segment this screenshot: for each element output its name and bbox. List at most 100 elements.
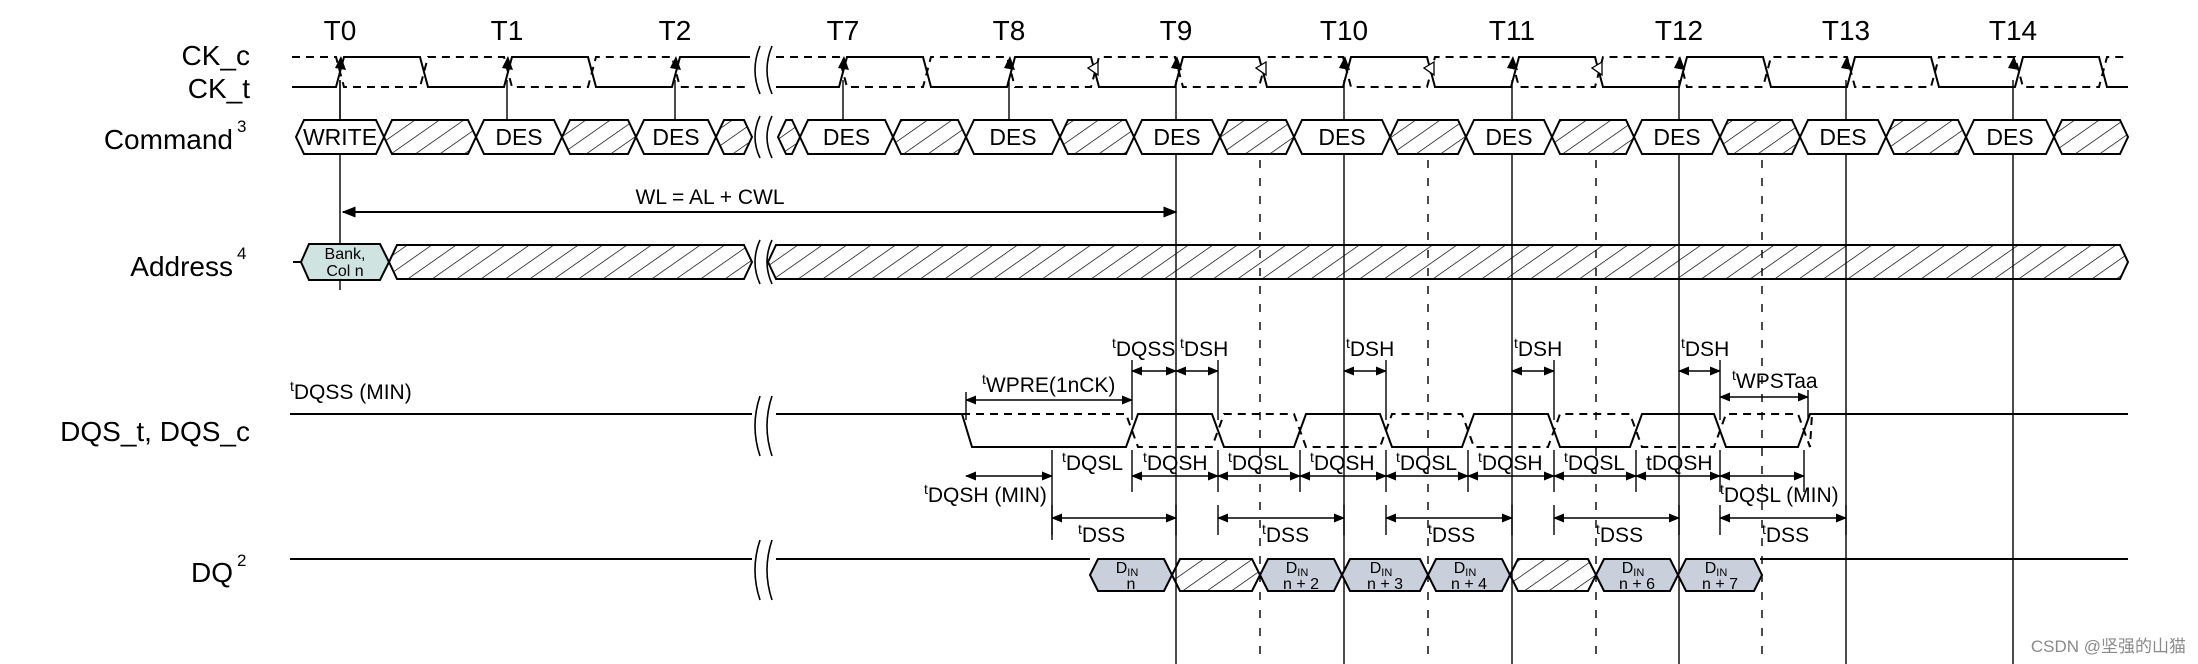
address-col-text: Col n xyxy=(326,263,363,280)
ck-c-edge-marker xyxy=(1254,60,1267,77)
dont-care xyxy=(382,119,478,155)
break-mark xyxy=(754,539,761,601)
clock-edge-arrow xyxy=(502,56,513,70)
ck-c-edge-marker xyxy=(1086,60,1099,77)
tdqsh-label: tDQSH xyxy=(1310,449,1375,475)
edge-label-t9: T9 xyxy=(1160,15,1193,46)
tdss-label: tDSS xyxy=(1428,521,1475,547)
dont-care xyxy=(1550,119,1636,155)
ck-c-edge-marker xyxy=(1422,60,1435,77)
dont-care xyxy=(1218,119,1296,155)
edge-label-t11: T11 xyxy=(1489,15,1535,46)
tdqsh-label: tDQSH xyxy=(1143,449,1208,475)
des-command-text: DES xyxy=(823,124,870,150)
din-label: DIN xyxy=(1454,560,1477,579)
ck-t-waveform xyxy=(292,56,2128,88)
dont-care xyxy=(1884,119,1968,155)
break-mark xyxy=(754,115,761,159)
write-command-text: WRITE xyxy=(303,124,377,150)
tdqss-min-label: tDQSS (MIN) xyxy=(290,378,412,404)
dont-care xyxy=(714,119,754,155)
break-mark xyxy=(766,45,773,95)
clock-edge-arrow xyxy=(1004,56,1015,70)
address-label: Address xyxy=(130,251,233,282)
tdss-label: tDSS xyxy=(1078,521,1125,547)
des-command-text: DES xyxy=(495,124,542,150)
dq-dont-care-cell xyxy=(1508,558,1598,592)
tdqsl-label: tDQSL xyxy=(1062,449,1123,475)
command-label: Command xyxy=(104,124,233,155)
din-beat-label: n + 7 xyxy=(1702,576,1738,593)
write-latency-marker: WL = AL + CWL xyxy=(341,186,1178,218)
edge-label-t14: T14 xyxy=(1989,15,2037,46)
des-command-text: DES xyxy=(1153,124,1200,150)
watermark: CSDN @坚强的山猫 xyxy=(2031,637,2186,656)
twpst-label: tWPSTaa xyxy=(1732,367,1818,393)
tdqsl-min-label: tDQSL (MIN) xyxy=(1720,481,1839,507)
ck-c-edge-marker xyxy=(1590,60,1603,77)
clock-edge-arrow xyxy=(335,56,346,70)
address-dont-care xyxy=(387,244,754,280)
tdqss-label: tDQSS xyxy=(1112,335,1175,361)
din-label: DIN xyxy=(1116,560,1139,579)
tdqsl-label: tDQSL xyxy=(1228,449,1289,475)
break-mark xyxy=(766,395,773,457)
din-label: DIN xyxy=(1622,560,1645,579)
tdsh-label: tDSH xyxy=(1346,335,1394,361)
dont-care xyxy=(776,119,802,155)
din-beat-label: n + 4 xyxy=(1451,576,1487,593)
tdqsl-label: tDQSL xyxy=(1396,449,1457,475)
tdsh-label: tDSH xyxy=(1681,335,1729,361)
clock-edge-arrow xyxy=(838,56,849,70)
tdsh-label: tDSH xyxy=(1180,335,1228,361)
din-label: DIN xyxy=(1705,560,1728,579)
dqs-t-waveform xyxy=(290,413,2128,448)
break-mark xyxy=(766,239,773,285)
dont-care xyxy=(1058,119,1136,155)
clock-waveforms xyxy=(292,56,2128,88)
dq-data-cell xyxy=(1676,558,1764,592)
dont-care xyxy=(1718,119,1802,155)
din-label: DIN xyxy=(1286,560,1309,579)
edge-label-t7: T7 xyxy=(827,15,860,46)
tdss-label: tDSS xyxy=(1596,521,1643,547)
dont-care xyxy=(1388,119,1468,155)
edge-label-t2: T2 xyxy=(659,15,692,46)
ck-c-label: CK_c xyxy=(182,40,250,71)
des-command-text: DES xyxy=(1986,124,2033,150)
address-bus: Bank, Col n xyxy=(293,243,2130,281)
des-command-text: DES xyxy=(1485,124,1532,150)
break-mark xyxy=(754,239,761,285)
address-note: 4 xyxy=(237,244,246,263)
din-beat-label: n + 3 xyxy=(1367,576,1403,593)
tdsh-label: tDSH xyxy=(1514,335,1562,361)
des-command-text: DES xyxy=(652,124,699,150)
break-mark xyxy=(766,539,773,601)
clock-edge-arrow xyxy=(1841,56,1852,70)
din-beat-label: n + 2 xyxy=(1283,576,1319,593)
break-mark xyxy=(754,395,761,457)
dq-label: DQ xyxy=(191,557,233,588)
signal-labels: CK_c CK_t Command 3 Address 4 DQS_t, DQS… xyxy=(60,40,250,588)
din-label: DIN xyxy=(1370,560,1393,579)
clock-edge-arrow xyxy=(670,56,681,70)
dont-care xyxy=(560,119,638,155)
edge-label-t13: T13 xyxy=(1822,15,1870,46)
des-command-text: DES xyxy=(1318,124,1365,150)
break-mark xyxy=(766,115,773,159)
clock-edge-arrow xyxy=(1339,56,1350,70)
address-dont-care xyxy=(766,244,2130,280)
des-command-text: DES xyxy=(1819,124,1866,150)
tdss-label: tDSS xyxy=(1762,521,1809,547)
edge-label-t0: T0 xyxy=(324,15,357,46)
edge-label-t1: T1 xyxy=(491,15,524,46)
dont-care xyxy=(891,119,968,155)
edge-label-t10: T10 xyxy=(1320,15,1368,46)
command-note: 3 xyxy=(237,117,246,136)
write-latency-label: WL = AL + CWL xyxy=(636,186,785,209)
